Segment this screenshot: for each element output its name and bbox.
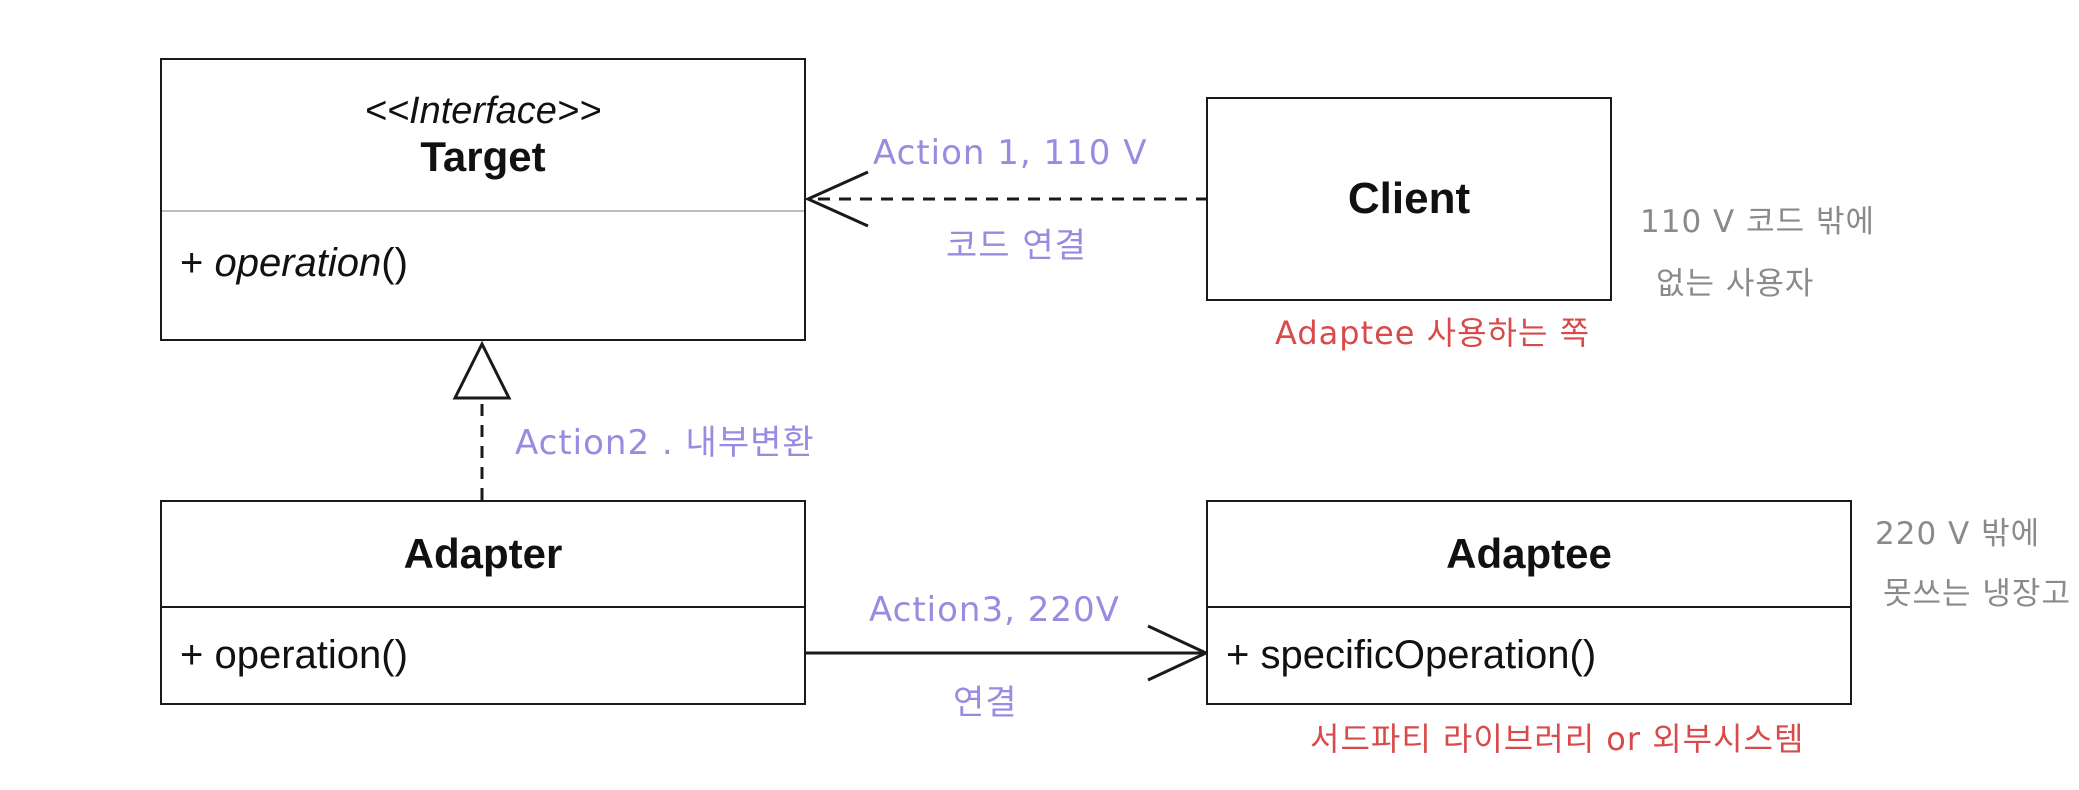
- adaptee-class-box[interactable]: Adaptee + specificOperation(): [1206, 500, 1852, 705]
- adaptee-header: Adaptee: [1208, 502, 1850, 608]
- client-class-name: Client: [1347, 174, 1471, 223]
- client-target-open-arrowhead: [804, 170, 869, 228]
- action2-annotation: Action2 . 내부변환: [515, 423, 815, 463]
- adaptee-class-name: Adaptee: [1446, 530, 1612, 577]
- target-class-box[interactable]: <<Interface>> Target + operation(): [160, 58, 806, 341]
- target-operation-name: operation: [214, 240, 382, 285]
- adapter-operation: + operation(): [180, 633, 408, 677]
- adapter-class-name: Adapter: [403, 530, 563, 577]
- target-operation-parens: (): [381, 240, 408, 285]
- target-class-name: Target: [420, 133, 546, 180]
- adaptee-operation: + specificOperation(): [1226, 633, 1597, 677]
- adapter-header: Adapter: [162, 502, 804, 608]
- client-side-note-line1: 110 V 코드 밖에: [1640, 204, 1876, 240]
- adaptee-side-note-line2: 못쓰는 냉장고: [1883, 576, 2071, 612]
- client-note-annotation: Adaptee 사용하는 쪽: [1275, 314, 1591, 352]
- target-operations-section: + operation(): [162, 212, 804, 322]
- action1-title-annotation: Action 1, 110 V: [873, 133, 1148, 173]
- target-stereotype: <<Interface>>: [364, 90, 602, 132]
- client-side-note-line2: 없는 사용자: [1656, 266, 1815, 302]
- target-header: <<Interface>> Target: [162, 60, 804, 212]
- adapter-class-box[interactable]: Adapter + operation(): [160, 500, 806, 705]
- adaptee-operations-section: + specificOperation(): [1208, 608, 1850, 703]
- adaptee-side-note-line1: 220 V 밖에: [1875, 516, 2041, 552]
- client-class-box[interactable]: Client: [1206, 97, 1612, 301]
- action1-sub-annotation: 코드 연결: [946, 226, 1087, 266]
- realization-hollow-triangle: [452, 340, 512, 400]
- target-operation-prefix: +: [180, 240, 215, 285]
- action3-sub-annotation: 연결: [953, 683, 1018, 723]
- action3-title-annotation: Action3, 220V: [869, 590, 1120, 630]
- adaptee-note-annotation: 서드파티 라이브러리 or 외부시스템: [1310, 720, 1805, 758]
- adapter-operations-section: + operation(): [162, 608, 804, 703]
